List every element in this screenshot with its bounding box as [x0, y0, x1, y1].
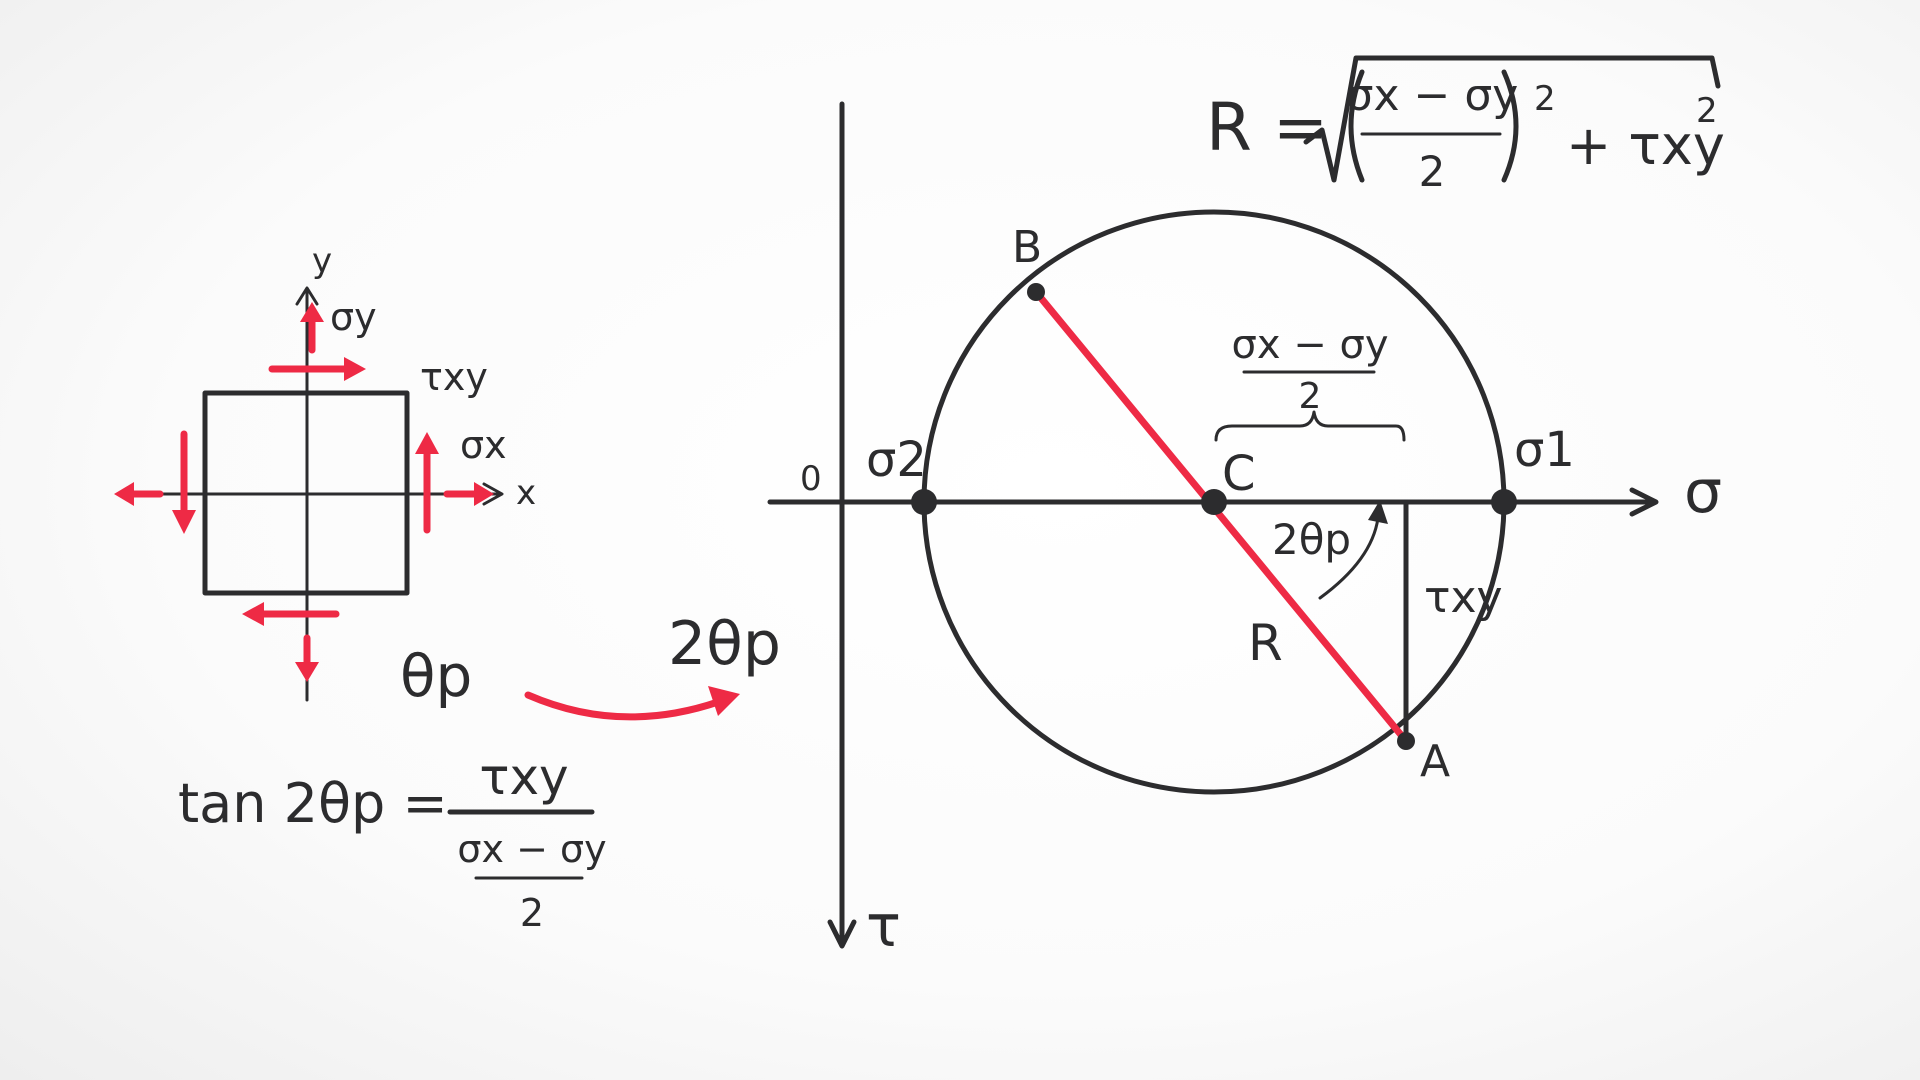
theta-p-label: θp	[400, 642, 472, 710]
radius-label: R	[1248, 614, 1283, 672]
tan-formula: tan 2θp = τxy σx − σy 2	[178, 748, 607, 935]
sigma-2-point	[911, 489, 937, 515]
radius-formula-exponent-2: 2	[1696, 91, 1718, 131]
radius-formula-root	[1303, 55, 1721, 183]
tan-formula-inner-denominator: 2	[520, 891, 544, 935]
point-b-label: B	[1012, 222, 1042, 273]
stress-element: y x σy σx τxy θp	[114, 241, 536, 710]
tau-top-arrowhead	[344, 357, 366, 381]
brace-denominator: 2	[1299, 376, 1322, 417]
tau-xy-segment-label: τxy	[1424, 572, 1503, 623]
rotation-arrow-head	[708, 686, 740, 716]
sigma-2-label: σ2	[866, 432, 927, 488]
sigma-y-label: σy	[330, 295, 377, 339]
rotation-arrow-curve	[524, 691, 722, 721]
tau-right-arrowhead	[415, 432, 439, 454]
sigma-y-bottom-arrowhead	[295, 662, 319, 682]
mohr-diagram: τ σ 0 τxy 2θp R σx − σy 2 σ2 σ1 C	[767, 101, 1722, 960]
sigma-axis-arrowhead	[1629, 487, 1659, 517]
radius-formula-left-paren	[1348, 69, 1365, 183]
angle-arc-arrowhead	[1368, 500, 1388, 524]
angle-label: 2θp	[1272, 515, 1351, 564]
rotation-arrow-label: 2θp	[668, 609, 781, 679]
radius-formula-right-paren	[1501, 69, 1519, 183]
radius-formula-denominator: 2	[1419, 147, 1446, 196]
element-y-axis-arrowhead	[295, 286, 319, 306]
element-x-axis-arrowhead	[482, 482, 504, 506]
point-a-label: A	[1420, 736, 1450, 787]
tau-left-arrowhead	[172, 510, 196, 534]
rotation-arrow: 2θp	[524, 609, 781, 721]
element-x-label: x	[516, 473, 536, 513]
sigma-1-point	[1491, 489, 1517, 515]
point-c-label: C	[1222, 446, 1256, 502]
sigma-axis-label: σ	[1684, 457, 1722, 527]
tau-axis-arrowhead	[827, 919, 857, 949]
sigma-x-left-arrowhead	[114, 482, 134, 506]
radius-formula-numerator: σx − σy	[1346, 70, 1519, 121]
origin-label: 0	[800, 459, 822, 499]
sigma-1-label: σ1	[1514, 422, 1575, 478]
tan-formula-numerator: τxy	[479, 748, 568, 806]
point-a-marker	[1397, 732, 1415, 750]
sigma-y-top-arrowhead	[300, 302, 324, 322]
radius-formula: R = σx − σy 2 2 + τxy 2	[1206, 55, 1725, 196]
sigma-x-right-arrowhead	[474, 482, 494, 506]
tau-xy-label: τxy	[420, 355, 488, 399]
element-y-label: y	[312, 241, 332, 281]
center-point	[1201, 489, 1227, 515]
element-square	[202, 390, 410, 596]
tan-formula-lhs: tan 2θp =	[178, 772, 448, 835]
brace-numerator: σx − σy	[1232, 322, 1389, 368]
diameter-line	[1032, 288, 1410, 745]
radius-formula-shear-term: + τxy	[1566, 114, 1725, 177]
angle-arc	[1318, 516, 1380, 600]
point-b-marker	[1027, 283, 1045, 301]
half-difference-brace	[1214, 410, 1406, 442]
tau-bottom-arrowhead	[242, 602, 264, 626]
radius-formula-lhs: R =	[1206, 89, 1328, 166]
tan-formula-inner-numerator: σx − σy	[457, 827, 606, 871]
radius-formula-exponent-1: 2	[1534, 79, 1556, 119]
sigma-x-label: σx	[460, 423, 507, 467]
tau-axis-label: τ	[866, 892, 901, 960]
